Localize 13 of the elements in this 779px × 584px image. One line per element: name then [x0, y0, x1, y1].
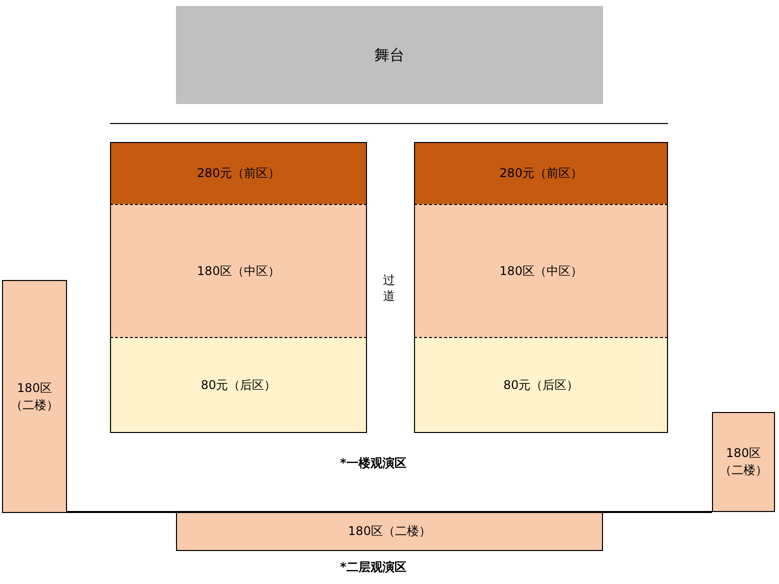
seating-section: 180区（中区）	[110, 204, 367, 337]
stage-block: 舞台	[176, 6, 603, 104]
seating-section: 280元（前区）	[110, 142, 367, 204]
seating-section: 80元（后区）	[110, 337, 367, 433]
seating-section: 80元（后区）	[414, 337, 668, 433]
area-label: *二层观演区	[340, 559, 406, 576]
balcony-section: 180区（二楼）	[176, 512, 603, 551]
balcony-section: 180区（二楼）	[712, 412, 775, 512]
seating-section: 180区（中区）	[414, 204, 668, 337]
area-label: *一楼观演区	[340, 455, 406, 472]
aisle-label: 过道	[383, 272, 396, 304]
balcony-section: 180区（二楼）	[2, 280, 67, 513]
seating-section: 280元（前区）	[414, 142, 668, 204]
